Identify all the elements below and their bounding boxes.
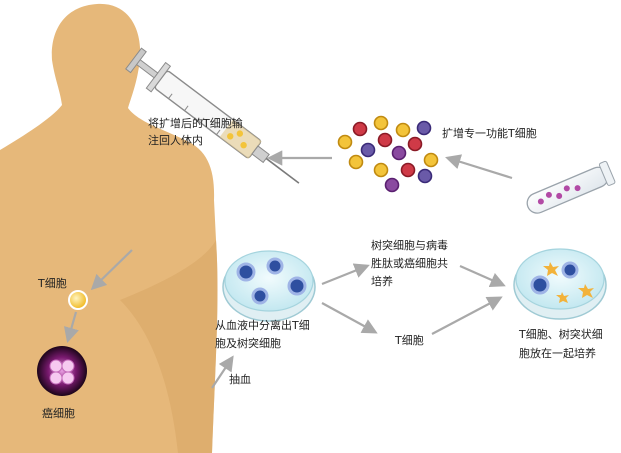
label-coculture-line2: 胜肽或癌细胞共 [371, 256, 448, 272]
petri-dish-left-icon [223, 251, 315, 321]
arrow-coculture-to-dish [460, 266, 503, 285]
label-inject-line1: 将扩增后的T细胞输 [148, 116, 243, 132]
cell-cluster-icon [339, 117, 438, 192]
label-together-line1: T细胞、树突状细 [519, 327, 603, 343]
label-draw-blood: 抽血 [229, 372, 251, 388]
label-coculture-line1: 树突细胞与病毒 [371, 238, 448, 254]
arrow-tube-to-cluster [448, 158, 512, 178]
label-separate-line2: 胞及树突细胞 [215, 336, 281, 352]
test-tube-icon [523, 161, 615, 218]
t-cell-icon [69, 291, 87, 309]
label-together-line2: 胞放在一起培养 [519, 346, 596, 362]
label-inject-line2: 注回人体内 [148, 133, 203, 149]
arrow-dish-to-coculture [322, 266, 367, 284]
arrow-tcell-to-dish [432, 298, 500, 334]
label-coculture-line3: 培养 [371, 274, 393, 290]
label-tcell-middle: T细胞 [395, 333, 424, 349]
label-expand: 扩增专一功能T细胞 [442, 126, 537, 142]
arrow-dish-to-tcell [322, 303, 375, 332]
label-cancer-cell: 癌细胞 [42, 406, 75, 422]
human-body-silhouette [0, 4, 217, 453]
label-separate-line1: 从血液中分离出T细 [215, 318, 310, 334]
cancer-cell-icon [37, 346, 87, 396]
petri-dish-right-icon [514, 249, 606, 319]
label-tcell-body: T细胞 [38, 276, 67, 292]
